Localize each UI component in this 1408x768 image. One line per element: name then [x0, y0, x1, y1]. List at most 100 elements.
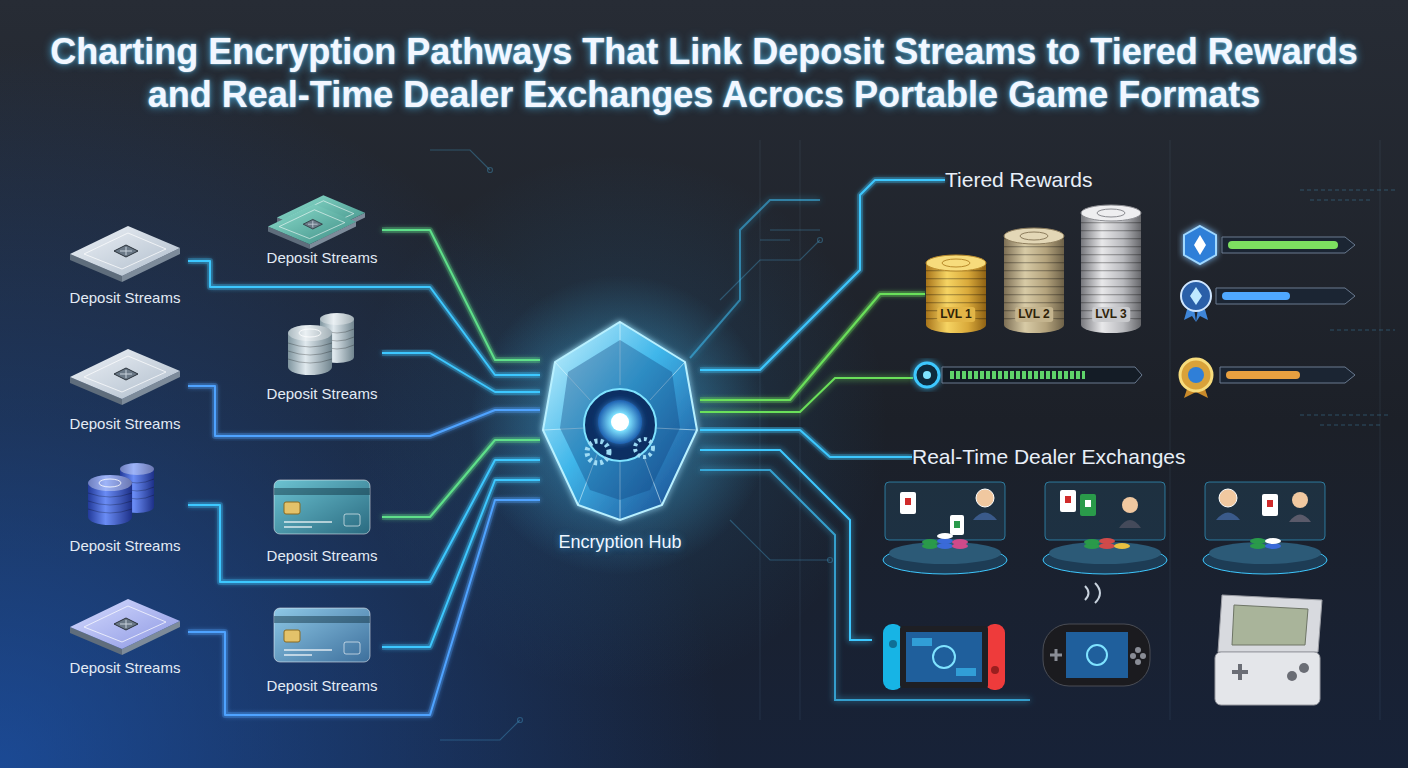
deposit-icons-part: [70, 599, 180, 655]
decor-links-part: [690, 200, 820, 358]
connector-line: [700, 430, 912, 457]
hub-crystal-part: [584, 389, 656, 461]
handheld-devices-part: [1215, 652, 1320, 705]
handheld-devices-part: [900, 626, 988, 688]
dealer-tables-part: [1203, 482, 1327, 574]
dealer-tables-part-part: [1216, 513, 1240, 521]
connector-line: [188, 386, 540, 436]
coin-stacks-part: [1097, 209, 1125, 217]
handheld-devices-part: [1232, 664, 1248, 680]
badge-bars-part: [1194, 235, 1206, 255]
dealer-tables-part-part: [1085, 500, 1091, 507]
section-heading: Tiered Rewards: [945, 166, 1099, 194]
badge-bars-part: [1222, 292, 1290, 300]
circuit-traces-part: [488, 168, 493, 173]
handheld-devices-part: [1066, 632, 1128, 678]
hub-crystal-part: [543, 322, 697, 520]
dealer-tables-part-part: [937, 533, 953, 539]
connector-line: [188, 261, 540, 375]
dealer-tables-part-part: [1289, 515, 1311, 523]
hub-crystal-part: [598, 400, 642, 444]
connector-glow: [700, 294, 925, 400]
badge-bars-part: [1228, 241, 1338, 249]
deposit-stream-node: Deposit Streams: [62, 584, 188, 680]
handheld-devices-part: [1085, 583, 1100, 603]
dealer-tables-part-part: [922, 539, 938, 545]
handheld-devices-part: [1299, 663, 1309, 673]
node-label: Deposit Streams: [70, 289, 181, 307]
handheld-devices-part: [912, 638, 932, 646]
level-label: LVL 1: [937, 307, 975, 322]
connector-line: [382, 353, 540, 392]
connector-line: [188, 500, 540, 715]
node-label: Deposit Streams: [70, 659, 181, 677]
diagram-title: Charting Encryption Pathways That Link D…: [34, 30, 1374, 116]
connector-line: [382, 480, 540, 647]
deposit-stream-node: Deposit Streams: [62, 452, 188, 558]
badge-bars-part: [1188, 367, 1204, 383]
connector-glow: [188, 500, 540, 715]
coin-stacks-part: [926, 263, 986, 325]
circuit-traces-part: [518, 718, 523, 723]
dealer-tables-part-part: [905, 498, 911, 505]
deposit-stream-node: Deposit Streams: [262, 190, 382, 270]
glow-connector: [700, 294, 925, 400]
dealer-tables-part-part: [1122, 497, 1138, 513]
circuit-traces-part: [760, 230, 820, 240]
coin-stacks-part: [1081, 213, 1141, 325]
node-label: Deposit Streams: [70, 415, 181, 433]
badge-bars-part: [1222, 237, 1355, 253]
connector-glow: [382, 480, 540, 647]
node-label: Deposit Streams: [267, 677, 378, 695]
glow-connector: [188, 386, 540, 436]
connector-glow: [382, 230, 540, 360]
connector-line: [700, 294, 925, 400]
dealer-tables: [883, 482, 1327, 574]
hub-crystal-part: [470, 275, 770, 575]
handheld-devices: [883, 583, 1322, 705]
deposit-stream-node: Deposit Streams: [262, 466, 382, 568]
node-label: Deposit Streams: [267, 385, 378, 403]
dealer-tables-part-part: [952, 539, 968, 545]
node-label: Deposit Streams: [70, 537, 181, 555]
dealer-tables-part-part: [1262, 494, 1278, 516]
reward-progress: [915, 363, 1142, 387]
dealer-tables-part-part: [976, 489, 994, 507]
badge-bars-part: [1190, 287, 1202, 305]
dealer-tables-part-part: [885, 482, 1005, 540]
deposit-icons-part: [70, 349, 180, 405]
glow-connector: [700, 430, 912, 457]
coin-stacks-part: [1004, 236, 1064, 325]
handheld-devices-part: [1043, 624, 1150, 686]
dealer-tables-part-part: [973, 513, 997, 521]
dealer-tables-part-part: [1209, 542, 1321, 564]
dealer-tables-part-part: [1084, 539, 1100, 545]
dealer-tables-part-part: [1065, 496, 1071, 503]
hub-crystal: [470, 275, 770, 575]
handheld-devices-part: [1135, 659, 1141, 665]
connector-line: [700, 180, 945, 370]
deposit-icons-part: [88, 463, 154, 525]
dealer-tables-part-part: [1205, 482, 1325, 540]
glow-connector: [382, 480, 540, 647]
glow-connector: [188, 261, 540, 375]
node-label: Deposit Streams: [267, 547, 378, 565]
handheld-devices-part: [933, 646, 955, 668]
dealer-tables-part: [883, 482, 1007, 574]
badge-bars-part: [1226, 371, 1300, 379]
circuit-traces-part: [720, 240, 820, 300]
hub-crystal-part: [560, 340, 680, 500]
handheld-devices-part: [1287, 671, 1297, 681]
reward-level-node: LVL 3: [1080, 205, 1142, 333]
coin-stacks-part: [926, 255, 986, 271]
reward-progress-part: [942, 367, 1142, 383]
handheld-devices-part: [889, 640, 897, 648]
circuit-traces: [430, 150, 1395, 740]
handheld-devices-part: [956, 668, 976, 676]
dealer-tables-part-part: [1267, 500, 1273, 507]
node-label: Deposit Streams: [267, 249, 378, 267]
dealer-tables-part-part: [1049, 542, 1161, 564]
handheld-devices-part: [1087, 645, 1107, 665]
